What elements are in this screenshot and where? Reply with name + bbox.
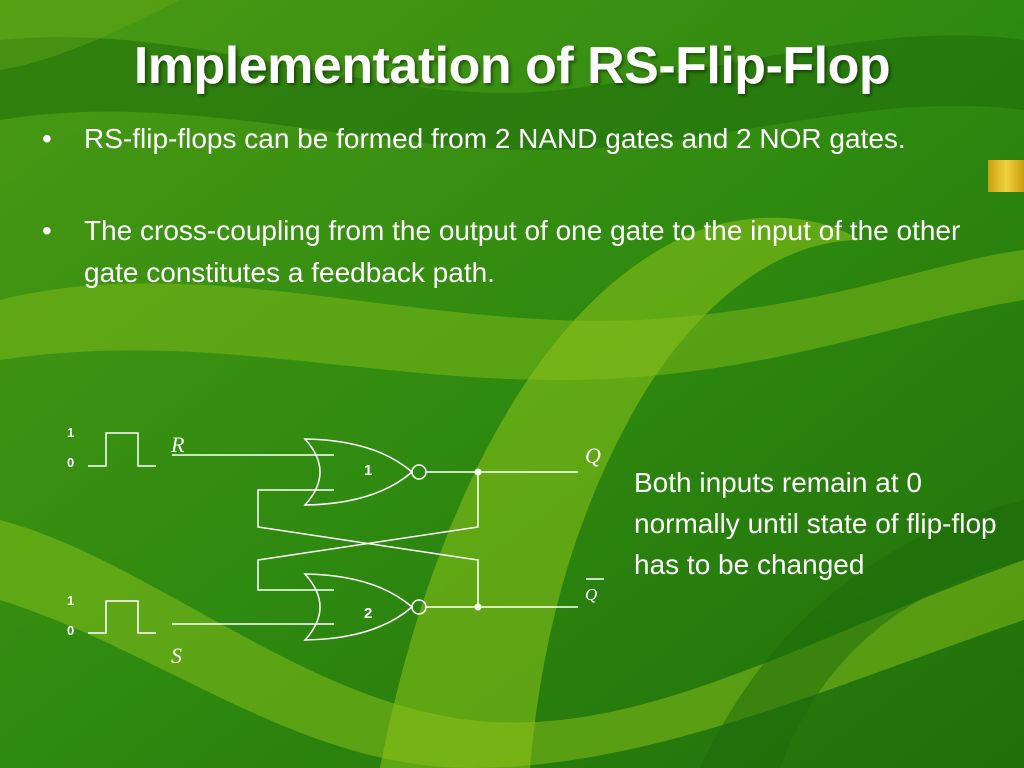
output-label-q-bar: Q xyxy=(585,585,597,604)
nor-gate-1 xyxy=(303,438,414,506)
pulse-low-label-bottom: 0 xyxy=(67,623,74,638)
inverter-bubble-1 xyxy=(411,464,427,480)
bullet-item: • RS-flip-flops can be formed from 2 NAN… xyxy=(40,118,1000,160)
bullet-symbol: • xyxy=(42,215,52,246)
bullet-symbol: • xyxy=(42,123,52,154)
inverter-bubble-2 xyxy=(411,599,427,615)
junction-dot-q xyxy=(474,468,482,476)
gate-number-2: 2 xyxy=(364,605,372,622)
pulse-waveform-top xyxy=(88,432,156,467)
bullet-text: RS-flip-flops can be formed from 2 NAND … xyxy=(84,123,906,154)
output-label-q: Q xyxy=(585,443,601,468)
side-note: Both inputs remain at 0 normally until s… xyxy=(634,467,997,580)
bullet-item: • The cross-coupling from the output of … xyxy=(40,210,1000,294)
feedback-wire-q xyxy=(257,472,479,591)
pulse-low-label-top: 0 xyxy=(67,455,74,470)
slide-title: Implementation of RS-Flip-Flop xyxy=(133,37,891,95)
input-label-r: R xyxy=(170,432,185,457)
pulse-waveform-bottom xyxy=(88,600,156,634)
feedback-wire-q-bar xyxy=(257,489,479,607)
input-label-s: S xyxy=(171,643,182,668)
junction-dot-q-bar xyxy=(474,603,482,611)
gate-number-1: 1 xyxy=(364,462,372,479)
pulse-high-label-bottom: 1 xyxy=(67,593,74,608)
pulse-high-label-top: 1 xyxy=(67,425,74,440)
bullet-list: • RS-flip-flops can be formed from 2 NAN… xyxy=(40,118,1000,344)
nor-gate-2 xyxy=(303,573,414,641)
bullet-text: The cross-coupling from the output of on… xyxy=(84,215,961,288)
yellow-accent-tab xyxy=(988,160,1024,192)
